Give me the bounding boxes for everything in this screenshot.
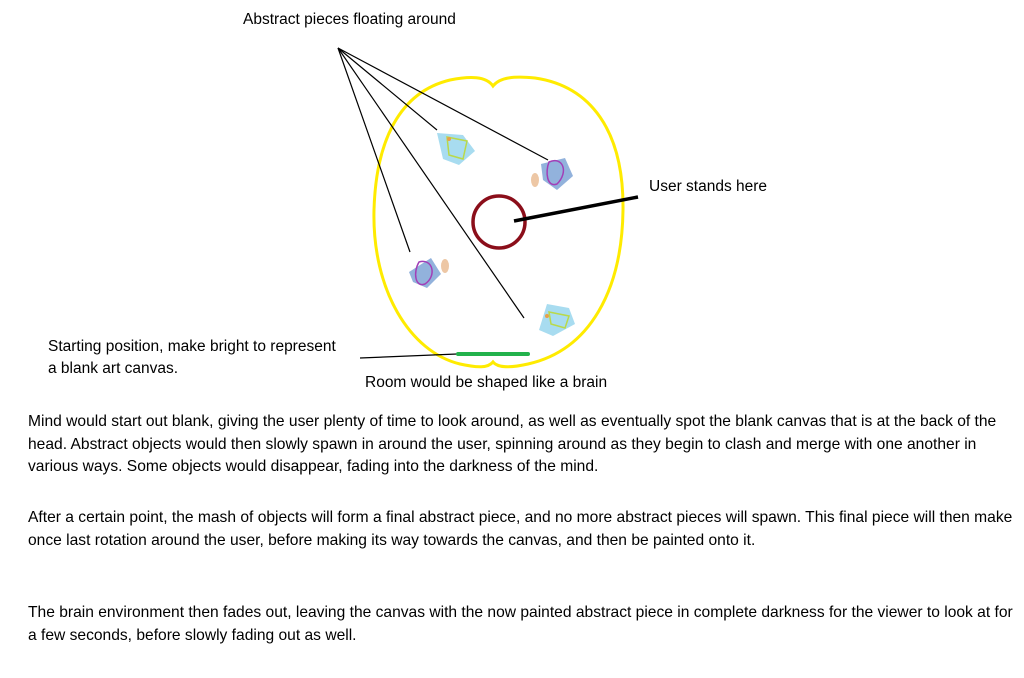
user-position-circle [471, 194, 527, 250]
room-shape-label: Room would be shaped like a brain [365, 374, 608, 391]
abstract-piece [539, 304, 575, 336]
brain-outline [372, 75, 625, 369]
abstract-piece [531, 158, 573, 190]
pointer-lines [337, 47, 549, 359]
description-paragraph-2: After a certain point, the mash of objec… [28, 509, 1013, 549]
user-pointer-line [513, 195, 639, 223]
starting-position-label-1: Starting position, make bright to repres… [48, 338, 336, 355]
abstract-piece [437, 133, 475, 165]
brain-room-diagram [337, 47, 639, 369]
user-stands-label: User stands here [649, 178, 768, 195]
description-paragraph-1: Mind would start out blank, giving the u… [28, 413, 997, 475]
starting-position-label-2: a blank art canvas. [48, 360, 179, 377]
description-paragraph-3: The brain environment then fades out, le… [28, 604, 1013, 644]
abstract-piece [409, 258, 449, 288]
abstract-pieces-label: Abstract pieces floating around [243, 11, 456, 28]
